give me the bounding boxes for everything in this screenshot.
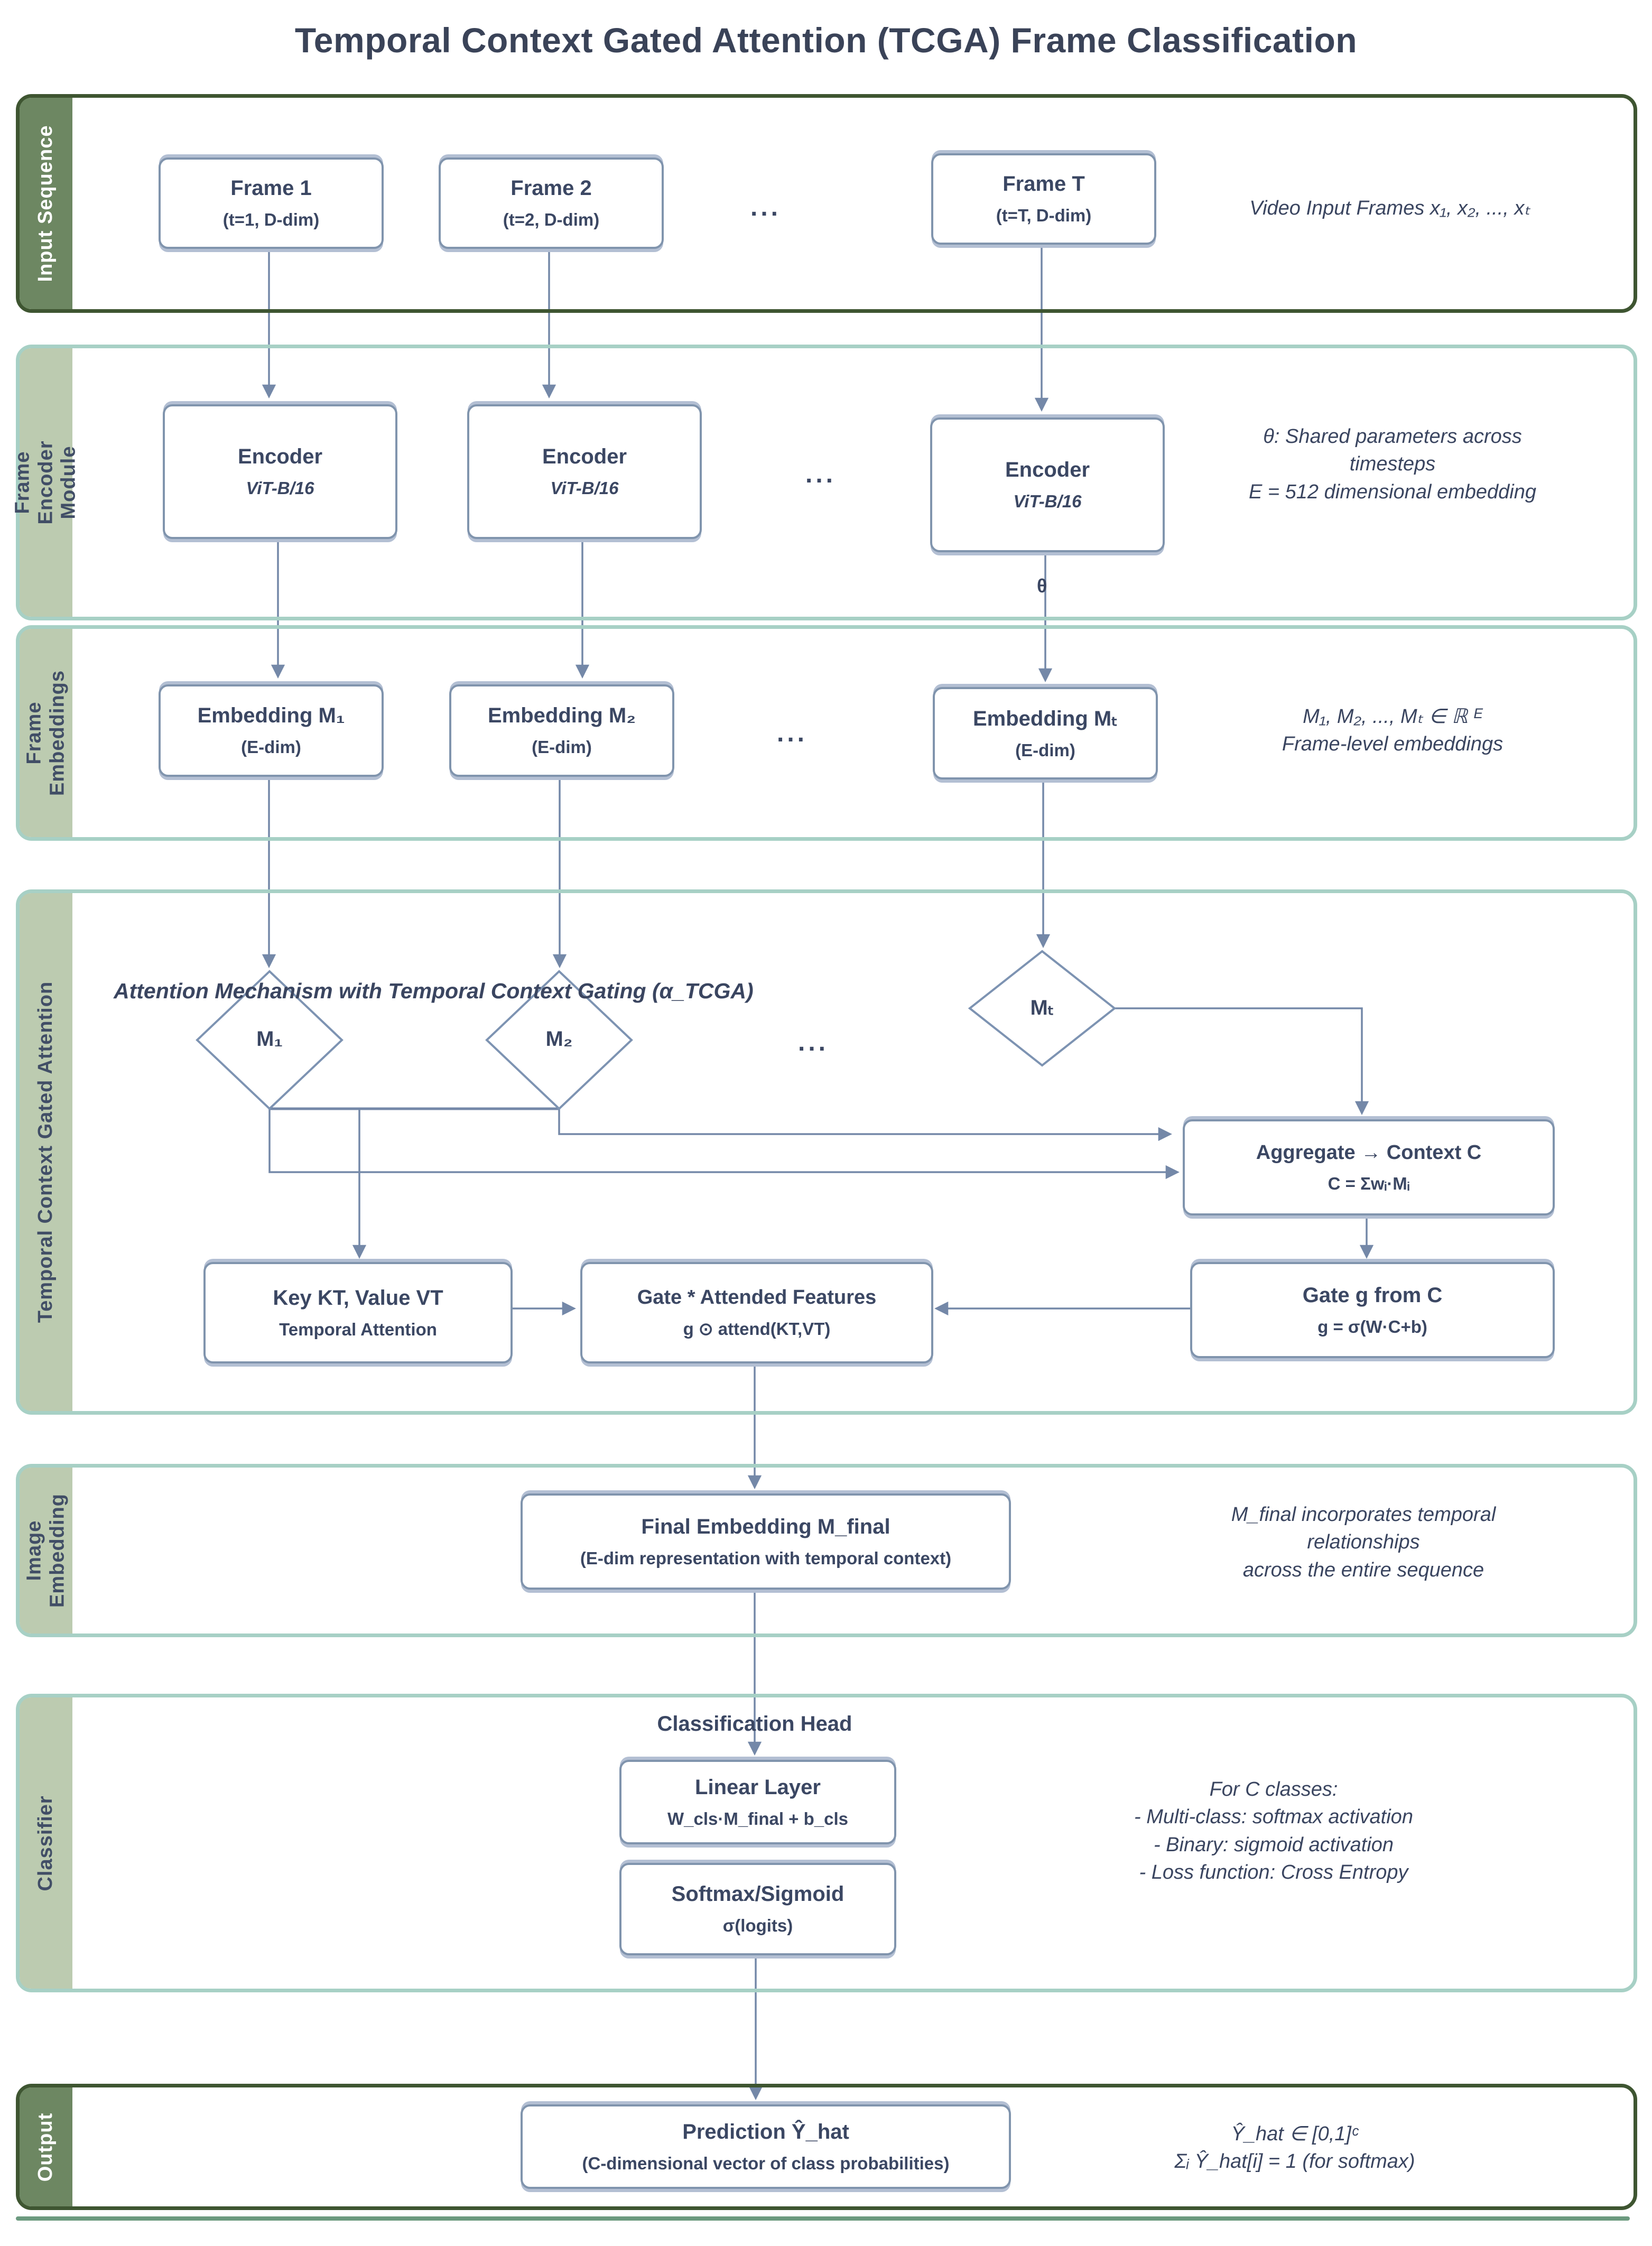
aggregate-sub: C = Σwᵢ·Mᵢ (1328, 1173, 1410, 1193)
key-value-box: Key KT, Value VT Temporal Attention (203, 1262, 513, 1363)
image-embedding-annotation: M_final incorporates temporal relationsh… (1231, 1503, 1496, 1581)
frame1-sub: (t=1, D-dim) (222, 210, 320, 229)
band-image-embedding: Image Embedding (16, 1464, 1637, 1637)
diamond-mt-label: Mₜ (1030, 996, 1054, 1019)
band-output-sidebar: Output (20, 2087, 72, 2206)
tcga-heading: Attention Mechanism with Temporal Contex… (114, 979, 754, 1003)
connector-diamond1-aggregate (268, 1109, 1180, 1180)
band-tcga-sidebar: Temporal Context Gated Attention (20, 893, 72, 1411)
band-frame-encoder: Frame Encoder Module (11, 345, 1637, 620)
band-frame-embeddings-label: Frame Embeddings (23, 670, 68, 796)
key-value-sub: Temporal Attention (279, 1319, 437, 1339)
frameT-box: Frame T (t=T, D-dim) (931, 153, 1156, 245)
diamond-m1-label: M₁ (256, 1027, 283, 1051)
embedding2-box: Embedding M₂ (E-dim) (449, 684, 674, 777)
softmax-sigmoid-box: Softmax/Sigmoid σ(logits) (619, 1863, 896, 1955)
prediction-sub: (C-dimensional vector of class probabili… (582, 2153, 950, 2173)
embedding1-box: Embedding M₁ (E-dim) (159, 684, 384, 777)
band-frame-encoder-sidebar: Frame Encoder Module (11, 348, 80, 617)
aggregate-box: Aggregate → Context C C = Σwᵢ·Mᵢ (1183, 1119, 1555, 1215)
band-image-embedding-sidebar: Image Embedding (20, 1468, 72, 1634)
frame-encoder-annotation: θ: Shared parameters across timesteps E … (1249, 425, 1536, 503)
encoder2-box: Encoder ViT-B/16 (467, 404, 702, 539)
encoders-ellipsis: ... (805, 460, 837, 488)
band-frame-embeddings-sidebar: Frame Embeddings (20, 629, 72, 837)
embedding1-sub: (E-dim) (241, 737, 301, 757)
band-input-sequence: Input Sequence (16, 94, 1637, 313)
bottom-band-edge (16, 2216, 1630, 2221)
aggregate-title: Aggregate → Context C (1256, 1141, 1482, 1164)
linear-layer-box: Linear Layer W_cls·M_final + b_cls (619, 1760, 896, 1844)
diamond-m1-shape (196, 970, 344, 1110)
prediction-title: Prediction Ŷ_hat (682, 2120, 849, 2143)
connector-diamond2-aggregate (558, 1109, 1172, 1141)
diamond-m2-shape (485, 970, 633, 1110)
band-input-sequence-label: Input Sequence (34, 125, 57, 282)
embedding2-sub: (E-dim) (532, 737, 592, 757)
embeddingT-sub: (E-dim) (1015, 740, 1075, 760)
frame-embeddings-annotation: M₁, M₂, ..., Mₜ ∈ ℝ ᴱ Frame-level embedd… (1282, 706, 1503, 756)
prediction-box: Prediction Ŷ_hat (C-dimensional vector o… (521, 2104, 1011, 2189)
encoder3-sub: ViT-B/16 (1013, 491, 1082, 511)
encoder1-title: Encoder (237, 445, 323, 468)
softmax-sigmoid-sub: σ(logits) (722, 1916, 793, 1935)
diamond-m2-label: M₂ (545, 1027, 573, 1051)
band-input-sequence-sidebar: Input Sequence (20, 98, 72, 309)
page-title: Temporal Context Gated Attention (TCGA) … (294, 21, 1358, 60)
band-output: Output (16, 2084, 1637, 2210)
gate-from-c-box: Gate g from C g = σ(W·C+b) (1190, 1262, 1555, 1358)
connector-diamondT-aggregate (1115, 1007, 1369, 1115)
band-frame-embeddings: Frame Embeddings (16, 625, 1637, 841)
final-embedding-sub: (E-dim representation with temporal cont… (580, 1548, 952, 1568)
embedding2-title: Embedding M₂ (488, 704, 636, 727)
embedding1-title: Embedding M₁ (197, 704, 345, 727)
diamond-mt-shape (968, 950, 1117, 1067)
band-frame-encoder-label: Frame Encoder Module (11, 440, 80, 525)
final-embedding-title: Final Embedding M_final (641, 1515, 890, 1538)
encoder2-sub: ViT-B/16 (550, 478, 619, 498)
gate-attended-sub: g ⊙ attend(KT,VT) (683, 1319, 831, 1339)
frame1-box: Frame 1 (t=1, D-dim) (159, 157, 384, 249)
softmax-sigmoid-title: Softmax/Sigmoid (671, 1882, 844, 1906)
band-output-label: Output (34, 2112, 57, 2182)
final-embedding-box: Final Embedding M_final (E-dim represent… (521, 1493, 1011, 1590)
frameT-sub: (t=T, D-dim) (996, 206, 1092, 225)
encoder3-title: Encoder (1005, 458, 1090, 481)
gate-attended-box: Gate * Attended Features g ⊙ attend(KT,V… (580, 1262, 933, 1363)
frames-ellipsis: ... (750, 193, 782, 221)
theta-label: θ (1037, 575, 1047, 597)
band-image-embedding-label: Image Embedding (23, 1493, 68, 1608)
gate-from-c-sub: g = σ(W·C+b) (1317, 1316, 1427, 1337)
output-annotation: Ŷ_hat ∈ [0,1]ᶜ Σᵢ Ŷ_hat[i] = 1 (for soft… (1174, 2123, 1415, 2173)
diamonds-ellipsis: ... (798, 1028, 829, 1056)
band-tcga: Temporal Context Gated Attention (16, 889, 1637, 1415)
embeddings-ellipsis: ... (777, 719, 808, 747)
classification-head-label: Classification Head (657, 1712, 852, 1735)
frame2-box: Frame 2 (t=2, D-dim) (439, 157, 664, 249)
gate-from-c-title: Gate g from C (1302, 1283, 1443, 1307)
linear-layer-title: Linear Layer (695, 1775, 821, 1799)
embeddingT-box: Embedding Mₜ (E-dim) (933, 687, 1158, 779)
classifier-annotation: For C classes: - Multi-class: softmax ac… (1134, 1778, 1413, 1884)
embeddingT-title: Embedding Mₜ (972, 707, 1118, 730)
encoder2-title: Encoder (542, 445, 627, 468)
band-classifier-label: Classifier (34, 1795, 57, 1891)
band-tcga-label: Temporal Context Gated Attention (34, 981, 57, 1323)
encoder3-box: Encoder ViT-B/16 (930, 417, 1165, 552)
encoder1-box: Encoder ViT-B/16 (163, 404, 397, 539)
frame2-title: Frame 2 (511, 177, 592, 200)
gate-attended-title: Gate * Attended Features (637, 1286, 877, 1308)
encoder1-sub: ViT-B/16 (246, 478, 314, 498)
frame2-sub: (t=2, D-dim) (503, 210, 600, 229)
frame1-title: Frame 1 (230, 177, 312, 200)
key-value-title: Key KT, Value VT (273, 1286, 443, 1310)
band-classifier: Classifier (16, 1694, 1637, 1992)
band-classifier-sidebar: Classifier (20, 1697, 72, 1989)
input-sequence-annotation: Video Input Frames x₁, x₂, ..., xₜ (1249, 197, 1530, 219)
frameT-title: Frame T (1003, 172, 1085, 196)
linear-layer-sub: W_cls·M_final + b_cls (667, 1808, 849, 1829)
